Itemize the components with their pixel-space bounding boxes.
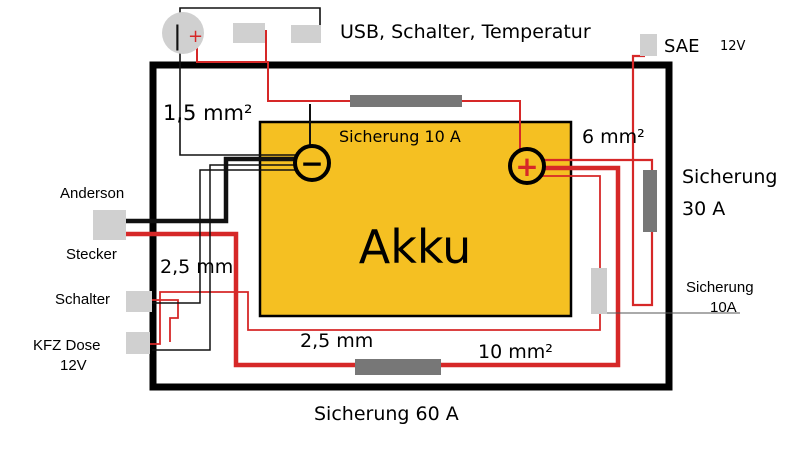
minus-terminal-icon: − bbox=[300, 147, 323, 180]
wire-10mm-black bbox=[125, 156, 306, 224]
label-battery: Akku bbox=[359, 220, 471, 274]
wire-red-schalter bbox=[152, 299, 179, 342]
label-wire-1-5mm: 1,5 mm² bbox=[163, 101, 252, 125]
usb-switch bbox=[233, 23, 265, 43]
label-sae-voltage: 12V bbox=[720, 39, 746, 54]
label-fuse-10a-top: Sicherung 10 A bbox=[339, 127, 461, 146]
kfz-socket bbox=[126, 332, 150, 354]
fuse-60a bbox=[355, 359, 441, 375]
fuse-30a bbox=[643, 170, 657, 232]
minus-terminal bbox=[293, 144, 331, 182]
usb-socket-plus-icon: + bbox=[188, 26, 203, 47]
label-wire-6mm: 6 mm² bbox=[582, 126, 645, 148]
plus-terminal-icon: + bbox=[515, 150, 538, 183]
usb-socket-icon bbox=[162, 12, 204, 54]
plus-terminal bbox=[508, 147, 546, 185]
wire-2-5mm-black-a bbox=[152, 164, 306, 351]
label-wire-2-5mm-left: 2,5 mm bbox=[160, 256, 233, 278]
temperature-sensor bbox=[291, 25, 321, 43]
label-fuse-10a-right-line1: Sicherung bbox=[686, 279, 754, 296]
label-usb-schalter-temperatur: USB, Schalter, Temperatur bbox=[340, 21, 591, 43]
anderson-connector bbox=[93, 210, 126, 240]
sae-connector bbox=[640, 34, 657, 56]
label-fuse-30a-line1: Sicherung bbox=[682, 166, 777, 188]
label-kfz-line2: 12V bbox=[60, 357, 87, 374]
wire-2-5mm-black-b bbox=[152, 169, 306, 304]
enclosure-box bbox=[149, 61, 673, 391]
label-anderson: Anderson bbox=[60, 185, 124, 202]
usb-socket-bar-icon: | bbox=[173, 21, 182, 51]
fuse-10a-right bbox=[591, 268, 607, 314]
label-fuse-60a: Sicherung 60 A bbox=[314, 403, 459, 425]
label-sae: SAE bbox=[664, 36, 699, 57]
schalter-connector bbox=[126, 291, 152, 312]
label-fuse-30a-line2: 30 A bbox=[682, 198, 725, 220]
label-fuse-10a-right-line2: 10A bbox=[710, 299, 737, 316]
wire-2-5mm-red bbox=[136, 175, 601, 345]
fuse-10a-top bbox=[350, 95, 462, 107]
label-schalter: Schalter bbox=[55, 291, 110, 308]
label-wire-2-5mm-bottom: 2,5 mm bbox=[300, 330, 373, 352]
label-wire-10mm: 10 mm² bbox=[478, 341, 553, 363]
label-stecker: Stecker bbox=[66, 246, 117, 263]
label-kfz-line1: KFZ Dose bbox=[33, 337, 101, 354]
wire-6mm-red bbox=[528, 54, 654, 307]
wire-1-5mm-red-top bbox=[266, 61, 521, 150]
